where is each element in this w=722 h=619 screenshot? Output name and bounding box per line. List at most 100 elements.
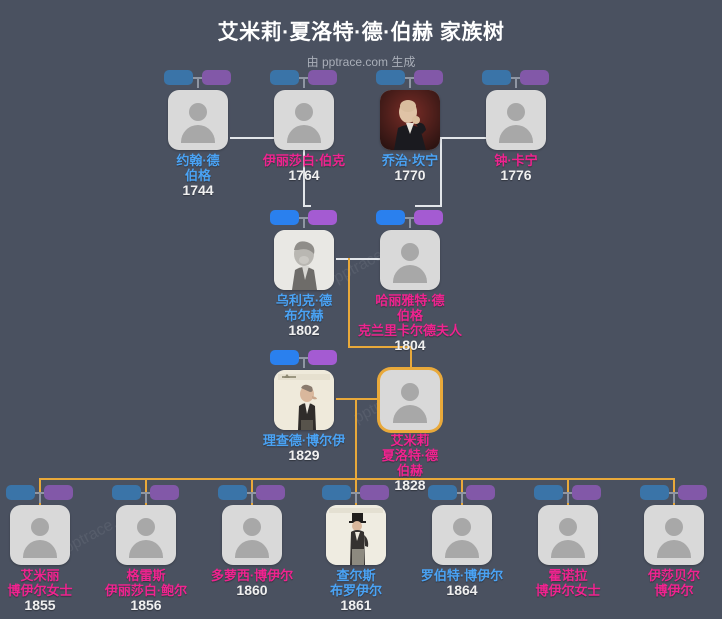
pill-purple-icon [44,485,73,500]
connector-drop-1 [303,137,305,207]
connector-gold-drop-2 [355,398,357,478]
person-name: 乔治·坎宁 [381,153,439,168]
person-card[interactable] [168,90,228,150]
person-node[interactable]: 艾米丽博伊尔女士 1855 [6,485,73,613]
person-node[interactable]: 哈丽雅特·德伯格克兰里卡尔德夫人 1804 [358,210,462,353]
person-card[interactable] [326,505,386,565]
person-name: 霍诺拉博伊尔女士 [535,568,601,598]
person-label: 艾米莉夏洛特·德伯赫 1828 [342,433,478,493]
person-name: 哈丽雅特·德伯格克兰里卡尔德夫人 [357,293,462,338]
pill-blue-icon [534,485,563,500]
person-card[interactable] [380,90,440,150]
person-card[interactable] [222,505,282,565]
person-label: 伊莎贝尔博伊尔 [606,568,722,598]
pill-blue-icon [428,485,457,500]
connector-gold-drop-1b [410,346,412,368]
pill-blue-icon [270,210,299,225]
person-label: 约翰·德伯格 1744 [130,153,266,198]
avatar-placeholder-icon [486,90,546,150]
relationship-pills [218,485,288,503]
person-label: 艾米丽博伊尔女士 1855 [0,568,108,613]
connector-couple-2 [442,137,516,139]
pill-blue-icon [640,485,669,500]
person-node[interactable]: 查尔斯布罗伊尔 1861 [322,485,389,613]
person-card[interactable] [538,505,598,565]
page-title: 艾米莉·夏洛特·德·伯赫 家族树 [217,21,505,44]
person-card[interactable] [486,90,546,150]
relationship-pills [376,70,446,88]
pill-purple-icon [360,485,389,500]
person-label: 多萝西·博伊尔 1860 [184,568,320,598]
person-name: 艾米莉夏洛特·德伯赫 [381,433,439,478]
pill-drop [303,357,305,368]
person-card[interactable] [644,505,704,565]
pill-drop [461,492,463,503]
person-node[interactable]: 罗伯特·博伊尔 1864 [421,485,503,598]
person-node[interactable]: 钟·卡宁 1776 [482,70,549,183]
person-year: 1744 [182,182,214,198]
pill-drop [251,492,253,503]
person-card[interactable] [274,90,334,150]
relationship-pills [534,485,604,503]
person-node[interactable]: 约翰·德伯格 1744 [164,70,231,198]
person-card[interactable] [380,230,440,290]
person-node[interactable]: 乔治·坎宁 1770 [376,70,443,183]
connector-gold-run-1 [348,346,358,348]
relationship-pills [376,210,446,228]
person-node-highlighted[interactable]: 艾米莉夏洛特·德伯赫 1828 [380,370,440,493]
person-card[interactable] [432,505,492,565]
person-card[interactable] [274,230,334,290]
pill-drop [567,492,569,503]
portrait-photo [274,370,334,430]
connector-run-1 [303,205,311,207]
relationship-pills [112,485,182,503]
person-label: 钟·卡宁 1776 [448,153,584,183]
connector-drop-2 [440,137,442,207]
avatar-placeholder-icon [274,90,334,150]
person-card[interactable] [116,505,176,565]
relationship-pills [6,485,76,503]
person-year: 1864 [446,582,478,598]
person-name: 伊莎贝尔博伊尔 [647,568,700,598]
person-node[interactable]: 格雷斯伊丽莎白·鲍尔 1856 [105,485,187,613]
person-name: 理查德·博尔伊 [262,433,346,448]
pill-blue-icon [482,70,511,85]
person-node[interactable]: 多萝西·博伊尔 1860 [211,485,293,598]
person-name: 艾米丽博伊尔女士 [7,568,73,598]
person-node[interactable]: 伊丽莎白·伯克 1764 [263,70,345,183]
pill-blue-icon [218,485,247,500]
person-node[interactable]: 伊莎贝尔博伊尔 [640,485,707,598]
pill-drop [39,492,41,503]
person-label: 乌利克·德布尔赫 1802 [236,293,372,338]
person-name: 多萝西·博伊尔 [210,568,294,583]
pill-blue-icon [270,350,299,365]
connector-gold-run-1b [356,346,412,348]
pill-blue-icon [376,70,405,85]
person-year: 1860 [236,582,268,598]
pill-purple-icon [256,485,285,500]
person-card[interactable] [10,505,70,565]
person-node[interactable]: 理查德·博尔伊 1829 [263,350,345,463]
pill-blue-icon [6,485,35,500]
person-node[interactable]: 乌利克·德布尔赫 1802 [270,210,337,338]
person-label: 哈丽雅特·德伯格克兰里卡尔德夫人 1804 [342,293,478,353]
pill-drop [673,492,675,503]
person-card[interactable] [380,370,440,430]
person-label: 理查德·博尔伊 1829 [236,433,372,463]
portrait-photo [380,90,440,150]
relationship-pills [270,70,340,88]
person-label: 罗伯特·博伊尔 1864 [394,568,530,598]
relationship-pills [270,350,340,368]
avatar-placeholder-icon [222,505,282,565]
avatar-placeholder-icon [432,505,492,565]
person-card[interactable] [274,370,334,430]
person-year: 1764 [288,167,320,183]
pill-drop [197,77,199,88]
pill-drop [145,492,147,503]
avatar-placeholder-icon [168,90,228,150]
pill-drop [409,217,411,228]
person-label: 查尔斯布罗伊尔 1861 [288,568,424,613]
page-subtitle: 由 pptrace.com 生成 [306,55,416,69]
person-node[interactable]: 霍诺拉博伊尔女士 [534,485,601,598]
